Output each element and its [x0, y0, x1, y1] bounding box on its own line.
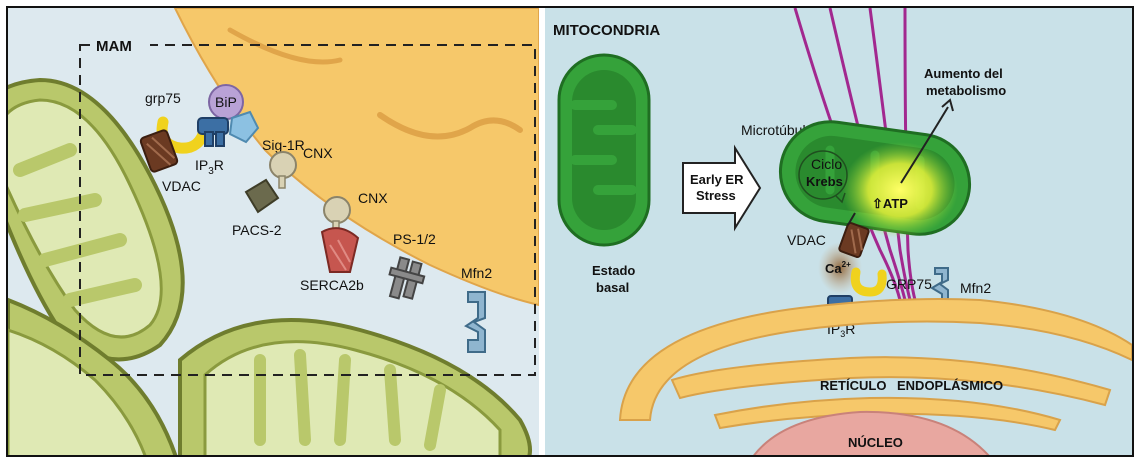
ciclo-label: Ciclo	[811, 156, 842, 172]
vdac-label-left: VDAC	[162, 178, 201, 194]
grp75-label-right: GRP75	[886, 276, 932, 292]
mam-title: MAM	[96, 38, 132, 55]
bip-label: BiP	[215, 94, 237, 110]
reticulo-label: RETÍCULO	[820, 378, 886, 393]
pacs2-label: PACS-2	[232, 222, 282, 238]
krebs-label: Krebs	[806, 174, 843, 189]
grp75-label: grp75	[145, 90, 181, 106]
atp-glow	[842, 142, 958, 238]
nucleo-label: NÚCLEO	[848, 435, 903, 450]
left-panel: MAM grp75 BiP Sig-1R IP3R VDAC CNX	[0, 8, 539, 463]
serca2b-label: SERCA2b	[300, 277, 364, 293]
mfn2-label-left: Mfn2	[461, 265, 492, 281]
sig1r-label: Sig-1R	[262, 137, 305, 153]
mitochondrion-basal	[559, 55, 649, 245]
vdac-label-right: VDAC	[787, 232, 826, 248]
cnx-label-bottom: CNX	[358, 190, 388, 206]
endoplasmico-label: ENDOPLÁSMICO	[897, 378, 1003, 393]
ps12-label: PS-1/2	[393, 231, 436, 247]
cnx-label-top: CNX	[303, 145, 333, 161]
mfn2-label-right: Mfn2	[960, 280, 991, 296]
atp-label: ⇧ATP	[872, 196, 908, 211]
panel-divider	[539, 8, 545, 455]
mitocondria-title: MITOCONDRIA	[553, 22, 660, 39]
